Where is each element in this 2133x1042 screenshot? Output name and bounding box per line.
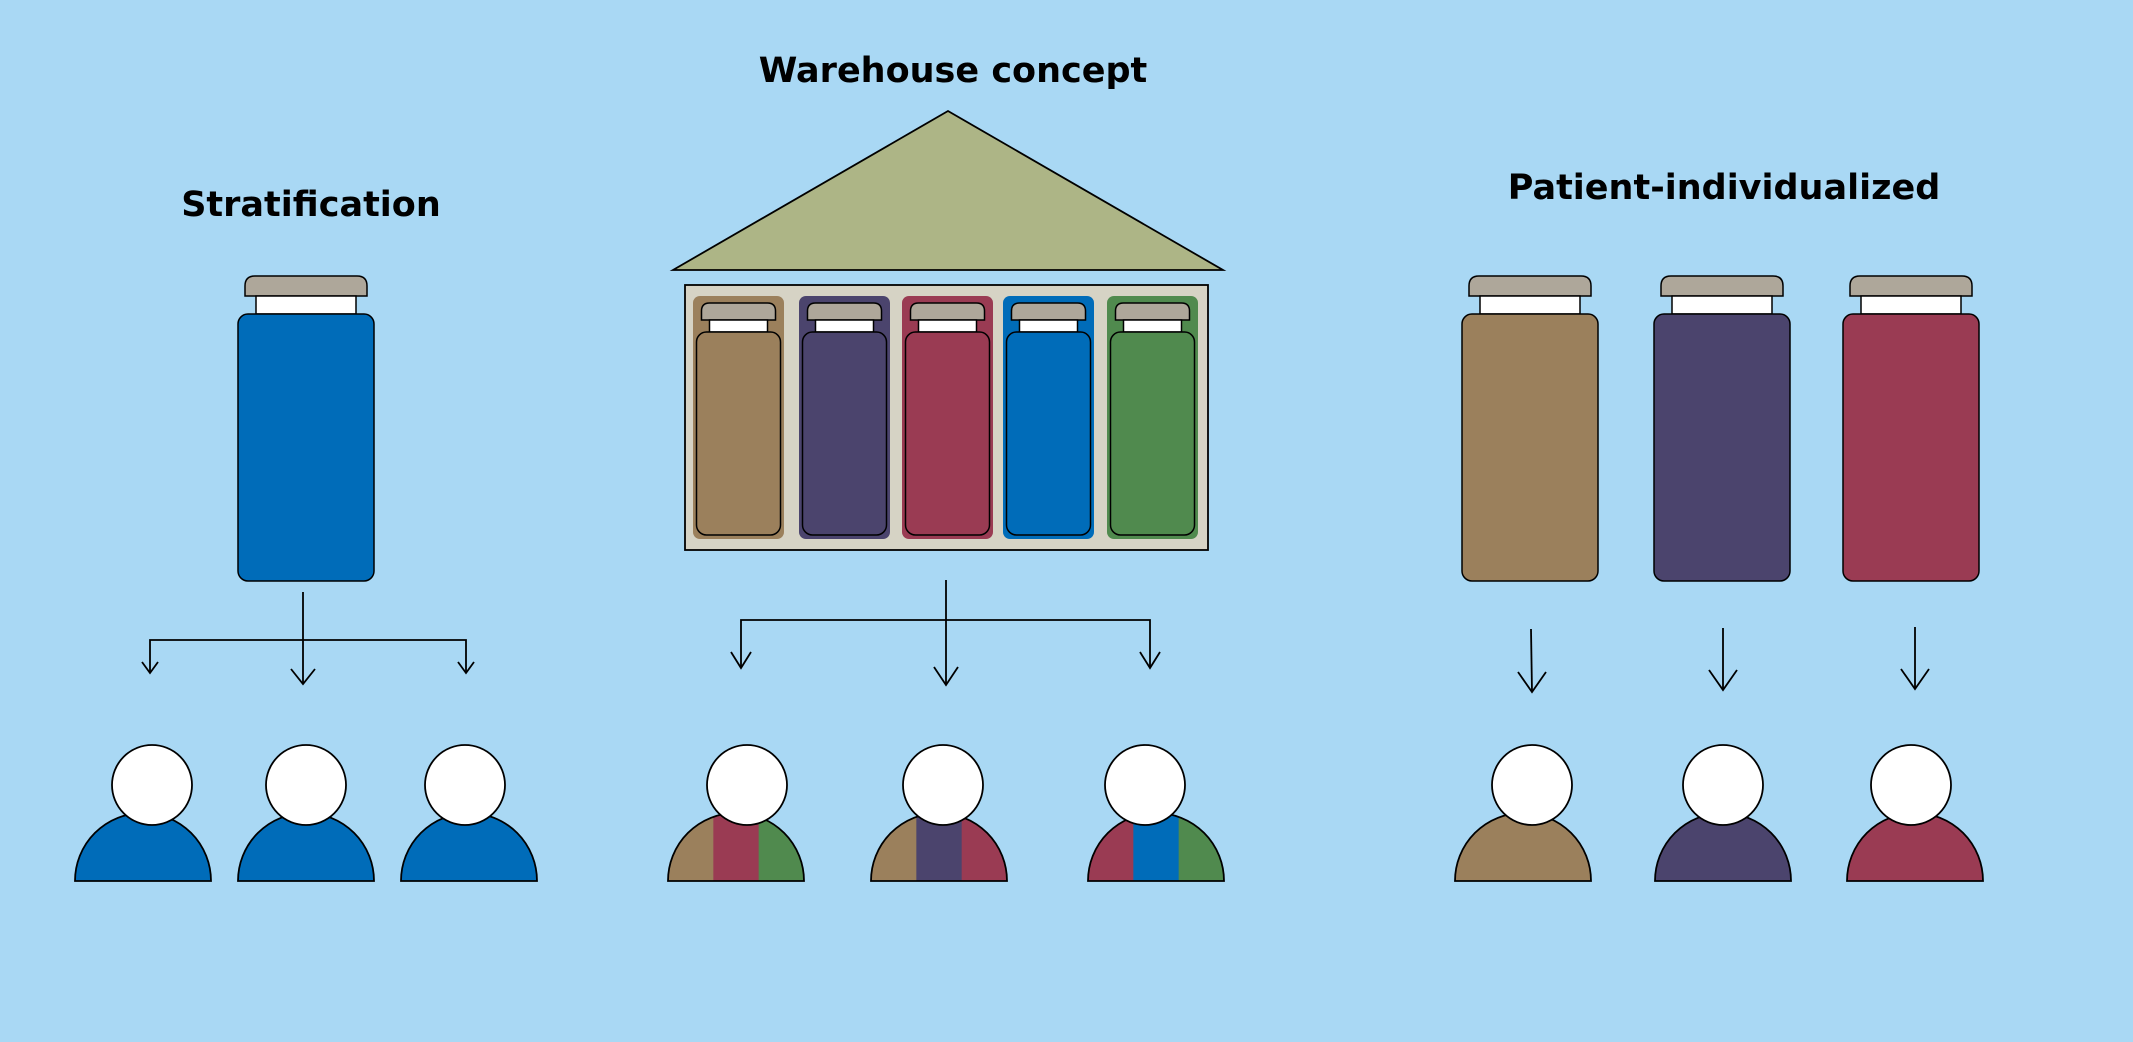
vial-body [904,331,991,536]
arrow-branch-left [740,619,946,668]
vial-body [1005,331,1092,536]
vial-cap [806,302,883,321]
vial-cap [909,302,986,321]
patient-head [706,744,788,826]
patient [1087,744,1225,882]
vial-cap [1114,302,1191,321]
title-stratification: Stratification [181,185,441,225]
patient-stripe [668,813,714,881]
arrow-head [1708,669,1738,692]
vial-neck [255,295,357,315]
patient-head [111,744,193,826]
patient-head [265,744,347,826]
patient-head [902,744,984,826]
vial-body [1461,313,1599,582]
vial-neck [1860,295,1962,315]
vial-cap [1010,302,1087,321]
vial-neck [1479,295,1581,315]
vial-neck [1671,295,1773,315]
vial-small [904,302,991,536]
shelf-slot [693,296,784,539]
vial-large [1653,275,1791,582]
patient-stripe [758,813,804,881]
patient [870,744,1008,882]
arrow-head [1139,651,1161,670]
arrow-branch-left [149,639,303,673]
vial-small [1005,302,1092,536]
arrow-head [933,666,959,687]
arrow-head [290,668,316,686]
vial-neck [814,319,875,333]
vial-large [1461,275,1599,582]
vial-cap [244,275,368,297]
distribution-arrows [1517,627,1930,694]
patient-stripe [1088,813,1134,881]
vial-body [1653,313,1791,582]
stratification-group [74,275,538,882]
patient [1846,744,1984,882]
shelf-slot [1107,296,1198,539]
patient [1454,744,1592,882]
patient [237,744,375,882]
patient-stripe [961,813,1007,881]
arrow-head [141,661,159,675]
arrow-stem [1530,628,1533,693]
warehouse-group [667,109,1227,882]
patient-head [424,744,506,826]
arrow-branch-right [946,619,1151,668]
vial-body [695,331,782,536]
vial-cap [1849,275,1973,297]
shelf-slot [799,296,890,539]
arrow-head [1517,671,1547,694]
patient-head [1491,744,1573,826]
vial-cap [1660,275,1784,297]
distribution-arrows [141,592,475,686]
vial-neck [1018,319,1079,333]
patient-head [1104,744,1186,826]
vial-cap [700,302,777,321]
vial-body [1109,331,1196,536]
vial-body [1842,313,1980,582]
title-patient-individualized: Patient-individualized [1508,168,1941,208]
distribution-arrows [730,580,1161,687]
warehouse-roof [669,109,1227,271]
vial-large [237,275,375,582]
patient [74,744,212,882]
patient [667,744,805,882]
vial-neck [917,319,978,333]
individualized-group [1454,275,1984,882]
vial-neck [1122,319,1183,333]
vial-body [801,331,888,536]
vial-large [1842,275,1980,582]
vial-small [801,302,888,536]
arrow-head [457,661,475,675]
shelf-slot [902,296,993,539]
arrow-branch-right [303,639,467,673]
arrow-head [730,651,752,670]
patient-head [1870,744,1952,826]
patient-head [1682,744,1764,826]
shelf-slot [1003,296,1094,539]
title-warehouse-concept: Warehouse concept [759,51,1148,91]
arrow-head [1900,668,1930,691]
vial-small [1109,302,1196,536]
vial-neck [708,319,769,333]
vial-small [695,302,782,536]
patient-stripe [1178,813,1224,881]
patient [1654,744,1792,882]
patient [400,744,538,882]
vial-body [237,313,375,582]
patient-stripe [871,813,917,881]
vial-cap [1468,275,1592,297]
